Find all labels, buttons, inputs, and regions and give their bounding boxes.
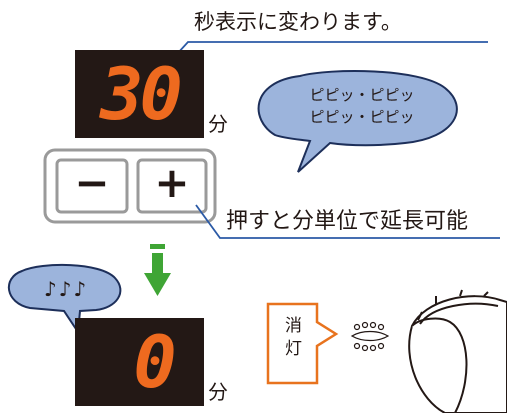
timer-knob [408, 289, 507, 413]
top-display-digits: 30 [100, 52, 183, 136]
melody-bubble-text: ♪♪♪ [43, 277, 89, 301]
bottom-display-unit: 分 [208, 380, 228, 404]
bottom-display-digit: 0 [133, 320, 177, 404]
top-display-unit: 分 [208, 112, 228, 136]
down-arrow-icon [144, 244, 171, 296]
unlit-label: 消灯 [281, 316, 301, 362]
unlit-lamp-icon [350, 321, 390, 352]
plus-button[interactable]: + [154, 158, 190, 207]
top-display-panel [75, 50, 204, 138]
melody-bubble-shape [7, 263, 122, 335]
extend-leader-line [195, 204, 500, 239]
bottom-display-panel [75, 318, 204, 406]
beep-bubble-line2: ピピッ・ピピッ [309, 108, 415, 126]
beep-bubble-shape [257, 70, 458, 173]
button-frame-shape [43, 148, 217, 224]
unlit-callout-box [266, 302, 339, 385]
minus-button[interactable]: − [74, 158, 110, 207]
beep-bubble-line1: ピピッ・ピピッ [309, 86, 415, 104]
seconds-note: 秒表示に変わります。 [194, 10, 402, 34]
extend-note: 押すと分単位で延長可能 [226, 209, 469, 234]
